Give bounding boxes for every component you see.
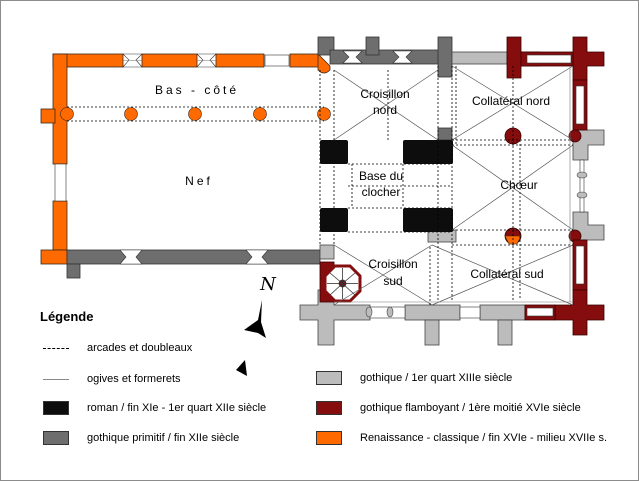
label-croisillon-nord-2: nord — [373, 103, 397, 117]
flamboyant-windows — [526, 54, 585, 317]
spiral-stair — [323, 264, 362, 303]
color-swatch — [316, 371, 342, 385]
thin-line-sample — [43, 378, 69, 380]
north-arrow-icon — [244, 300, 266, 338]
legend-item-arcades: arcades et doubleaux — [43, 342, 192, 354]
legend-label: ogives et formerets — [87, 373, 181, 385]
legend-item-gothique: gothique / 1er quart XIIIe siècle — [316, 371, 512, 385]
west-door — [54, 163, 67, 202]
label-base-clocher-1: Base du — [359, 169, 403, 183]
legend-label: arcades et doubleaux — [87, 342, 193, 354]
south-nave-windows — [119, 50, 413, 265]
dashed-line-sample — [43, 347, 69, 349]
label-croisillon-sud-2: sud — [383, 274, 402, 288]
formeret-lines — [334, 66, 573, 303]
legend-label: gothique primitif / fin XIIe siècle — [87, 432, 240, 444]
north-arrow-tail-icon — [236, 360, 247, 376]
north-windows — [122, 53, 290, 68]
label-bas-cote: Bas - côté — [155, 83, 239, 97]
south-windows — [369, 159, 585, 319]
color-swatch — [43, 431, 69, 445]
legend-item-roman: roman / fin XIe - 1er quart XIIe siècle — [43, 401, 266, 415]
south-window-mullions — [365, 171, 588, 318]
rib-vault-lines — [333, 65, 574, 306]
legend-item-flamboyant: gothique flamboyant / 1ère moitié XVIe s… — [316, 401, 581, 415]
nave-piers — [60, 107, 331, 121]
legend-title: Légende — [40, 309, 94, 324]
label-collateral-nord: Collatéral nord — [472, 94, 550, 108]
gothique-walls — [299, 51, 605, 346]
legend-label: Renaissance - classique / fin XVIe - mil… — [360, 432, 607, 444]
legend-item-gothique-primitif: gothique primitif / fin XIIe siècle — [43, 431, 239, 445]
label-croisillon-nord-1: Croisillon — [360, 87, 409, 101]
color-swatch — [316, 401, 342, 415]
renaissance-walls — [40, 53, 331, 265]
roman-piers — [320, 140, 453, 232]
north-arrow: N — [236, 274, 277, 376]
legend-label: gothique / 1er quart XIIIe siècle — [360, 372, 513, 384]
color-swatch — [43, 401, 69, 415]
gothique-primitif-walls — [66, 36, 453, 279]
legend-label: gothique flamboyant / 1ère moitié XVIe s… — [360, 402, 581, 414]
arch-lines — [348, 66, 573, 305]
label-croisillon-sud-1: Croisillon — [368, 257, 417, 271]
label-base-clocher-2: clocher — [362, 185, 401, 199]
label-choeur: Chœur — [500, 178, 537, 192]
north-label: N — [259, 274, 277, 295]
label-nef: Nef — [185, 174, 213, 188]
color-swatch — [316, 431, 342, 445]
legend-item-renaissance: Renaissance - classique / fin XVIe - mil… — [316, 431, 607, 445]
legend-label: roman / fin XIe - 1er quart XIIe siècle — [87, 402, 267, 414]
legend-item-ogives: ogives et formerets — [43, 373, 181, 385]
label-collateral-sud: Collatéral sud — [470, 267, 543, 281]
